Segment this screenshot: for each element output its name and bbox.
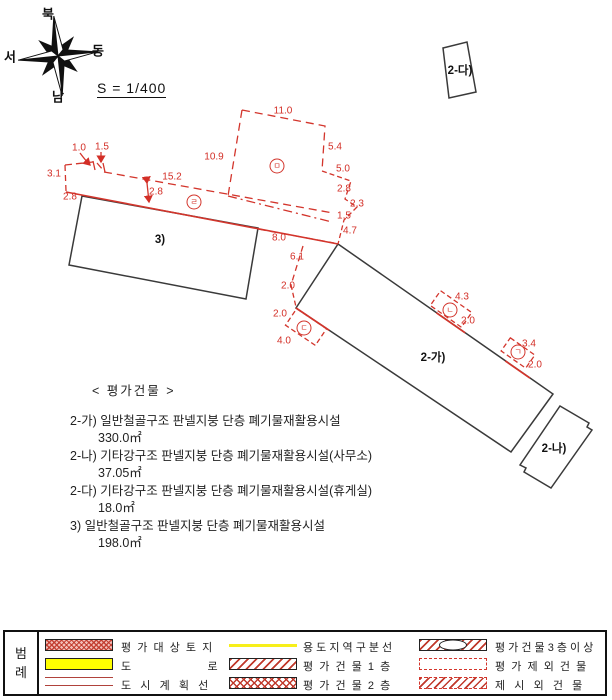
dimension-label: 8.0 xyxy=(272,232,286,244)
circled-mark-d: ㄷ xyxy=(296,320,312,336)
annex-m-outline xyxy=(227,109,326,197)
dimension-label: 1.0 xyxy=(72,142,86,154)
dimension-label: 4.3 xyxy=(455,291,469,303)
dimension-label: 1.5 xyxy=(95,141,109,153)
leader-1-0 xyxy=(79,152,91,166)
appraisal-entry: 2-가) 일반철골구조 판넬지붕 단층 폐기물재활용시설 330.0㎡ xyxy=(70,413,440,447)
scale-label: S = 1/400 xyxy=(97,80,167,98)
compass-north-label: 북 xyxy=(42,6,54,22)
dimension-label: 2.0 xyxy=(461,315,475,327)
strip-edge-dashes xyxy=(64,161,105,172)
legend-item-label: 평 가 건 물 2 층 xyxy=(303,680,391,692)
circled-mark-m: ㅁ xyxy=(269,158,285,174)
legend-item-label: 평 가 제 외 건 물 xyxy=(495,661,587,673)
building-2na-label: 2-나) xyxy=(541,443,567,455)
dim-6-1-line xyxy=(290,245,304,286)
dimension-label: 2.0 xyxy=(528,359,542,371)
unreported-building-swatch xyxy=(419,677,487,689)
appraisal-building-1f-swatch xyxy=(229,658,297,670)
circled-mark-r: ㄹ xyxy=(186,194,202,210)
annex-m-zigzag xyxy=(321,170,359,245)
dimension-label: 2.8 xyxy=(149,186,163,198)
dimension-label: 5.0 xyxy=(336,163,350,175)
dimension-label: 2.0 xyxy=(273,308,287,320)
city-plan-line-swatch xyxy=(45,677,113,686)
circled-mark-g: ㄱ xyxy=(510,344,526,360)
building-3-label: 3) xyxy=(154,234,166,246)
appraisal-list-title: < 평가건물 > xyxy=(92,384,176,398)
strip-ticks xyxy=(92,160,106,173)
dimension-label: 4.7 xyxy=(343,225,357,237)
legend-item-label: 평 가 대 상 토 지 xyxy=(121,642,213,654)
excluded-building-swatch xyxy=(419,658,487,670)
road-swatch xyxy=(45,658,113,670)
compass-south-label: 남 xyxy=(52,89,64,105)
zoning-boundary-swatch xyxy=(229,644,297,647)
compass-west-label: 서 xyxy=(4,49,16,65)
appraisal-entry-line: 2-나) 기타강구조 판넬지붕 단층 폐기물재활용시설(사무소) xyxy=(70,449,372,463)
legend-item-label: 평 가 건 물 3 층 이 상 xyxy=(495,642,594,654)
dim-8-0-line xyxy=(257,228,335,244)
appraisal-entry: 2-나) 기타강구조 판넬지붕 단층 폐기물재활용시설(사무소) 37.05㎡ xyxy=(70,448,440,482)
dimension-label: 3.4 xyxy=(522,338,536,350)
annex-edge-overlays xyxy=(295,307,531,379)
legend-item-label: 도 로 xyxy=(121,661,218,673)
appraisal-entry-area: 198.0㎡ xyxy=(98,536,142,550)
legend-item-label: 도 시 계 획 선 xyxy=(121,680,209,692)
legend-item-label: 제 시 외 건 물 xyxy=(495,680,583,692)
strip-solid-line xyxy=(65,191,339,245)
legend-item-label: 평 가 건 물 1 층 xyxy=(303,661,391,673)
building-2da-label: 2-다) xyxy=(447,65,473,77)
appraisal-building-3f-swatch xyxy=(419,639,487,651)
appraisal-entry-area: 18.0㎡ xyxy=(98,501,135,515)
dimension-label: 6.1 xyxy=(290,251,304,263)
dimension-label: 2.8 xyxy=(63,191,77,203)
legend-item-label: 용 도 지 역 구 분 선 xyxy=(303,642,393,654)
dimension-label: 2.3 xyxy=(350,198,364,210)
width-2-8-arrow xyxy=(141,176,153,204)
annex-m-bottom-dashdot xyxy=(227,195,333,223)
dimension-label: 2.0 xyxy=(281,280,295,292)
building-2na-outline xyxy=(518,404,594,489)
legend-side-title: 범 례 xyxy=(5,632,39,694)
dimension-label: 1.5 xyxy=(337,210,351,222)
dimension-label: 15.2 xyxy=(162,171,182,183)
dimension-label: 10.9 xyxy=(204,151,224,163)
appraisal-entry-area: 330.0㎡ xyxy=(98,431,142,445)
appraisal-building-2f-swatch xyxy=(229,677,297,689)
dimension-label: 4.0 xyxy=(277,335,291,347)
ellipse-overlay xyxy=(439,639,467,651)
dimension-label: 3.1 xyxy=(47,168,61,180)
appraisal-entry-line: 3) 일반철골구조 판넬지붕 단층 폐기물재활용시설 xyxy=(70,519,326,533)
appraisal-target-land-swatch xyxy=(45,639,113,651)
dimension-label: 11.0 xyxy=(273,105,293,117)
building-2ga-outline xyxy=(294,242,555,454)
compass-east-label: 동 xyxy=(92,43,104,59)
building-2da-outline xyxy=(442,41,477,99)
appraisal-building-list: < 평가건물 > 2-가) 일반철골구조 판넬지붕 단층 폐기물재활용시설 33… xyxy=(70,383,440,553)
legend-table: 범 례 평 가 대 상 토 지 도 로 도 시 계 획 선 용 도 지 역 구 … xyxy=(3,630,607,696)
dim-2-0-line xyxy=(290,284,297,308)
legend-grid: 평 가 대 상 토 지 도 로 도 시 계 획 선 용 도 지 역 구 분 선 … xyxy=(39,632,605,694)
site-plan-canvas xyxy=(18,16,594,489)
appraisal-entry: 2-다) 기타강구조 판넬지붕 단층 폐기물재활용시설(휴게실) 18.0㎡ xyxy=(70,483,440,517)
appraisal-entry: 3) 일반철골구조 판넬지붕 단층 폐기물재활용시설 198.0㎡ xyxy=(70,518,440,552)
dimension-label: 2.8 xyxy=(337,183,351,195)
appraisal-entry-line: 2-가) 일반철골구조 판넬지붕 단층 폐기물재활용시설 xyxy=(70,414,341,428)
compass-rose-icon xyxy=(18,16,98,96)
strip-left-dashed-line xyxy=(64,164,67,192)
appraisal-entry-area: 37.05㎡ xyxy=(98,466,142,480)
circled-mark-n: ㄴ xyxy=(442,302,458,318)
appraisal-entry-line: 2-다) 기타강구조 판넬지붕 단층 폐기물재활용시설(휴게실) xyxy=(70,484,372,498)
dimension-label: 5.4 xyxy=(328,141,342,153)
building-2ga-label: 2-가) xyxy=(420,352,446,364)
